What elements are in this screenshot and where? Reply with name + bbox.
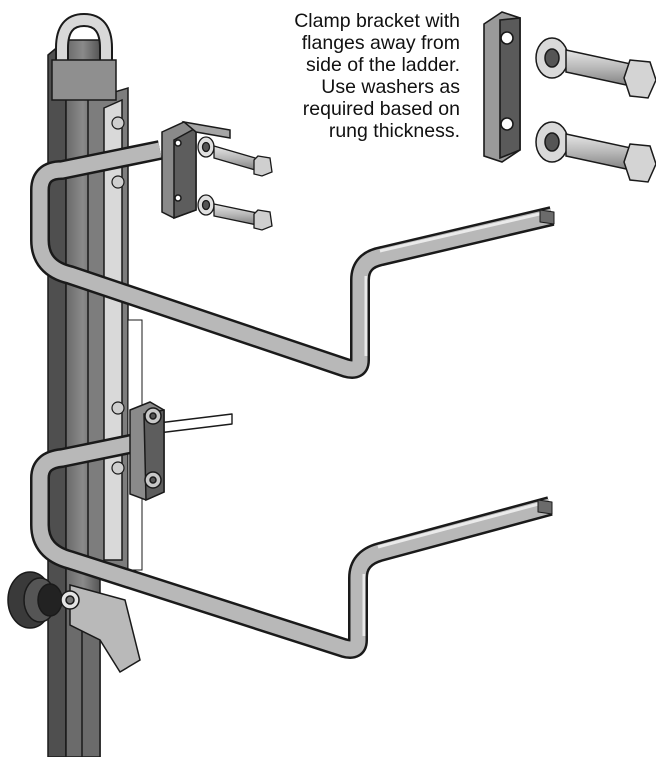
callout-line: flanges away from — [301, 32, 460, 54]
callout-line: required based on — [302, 98, 460, 120]
detail-clamp-bracket — [483, 11, 521, 163]
callout-line: side of the ladder. — [306, 54, 460, 76]
top-handle-loop — [51, 12, 117, 101]
callout-line: Use washers as — [321, 76, 460, 98]
upper-clamp-bolt-top — [197, 136, 273, 177]
upper-clamp-bolt-bottom — [197, 194, 273, 231]
detail-bolt-top — [535, 37, 656, 99]
callout-instruction: Clamp bracket with flanges away from sid… — [200, 10, 460, 142]
callout-line: rung thickness. — [328, 120, 460, 142]
lower-clamp-bracket — [129, 401, 165, 502]
callout-line: Clamp bracket with — [294, 10, 460, 32]
pivot-knob — [7, 571, 141, 674]
rail-bolt-heads-upper — [111, 116, 125, 475]
upper-standoff-arm — [30, 140, 555, 379]
upper-clamp-bracket — [161, 120, 231, 220]
lower-standoff-arm — [30, 413, 553, 659]
detail-bolt-bottom — [535, 121, 656, 183]
